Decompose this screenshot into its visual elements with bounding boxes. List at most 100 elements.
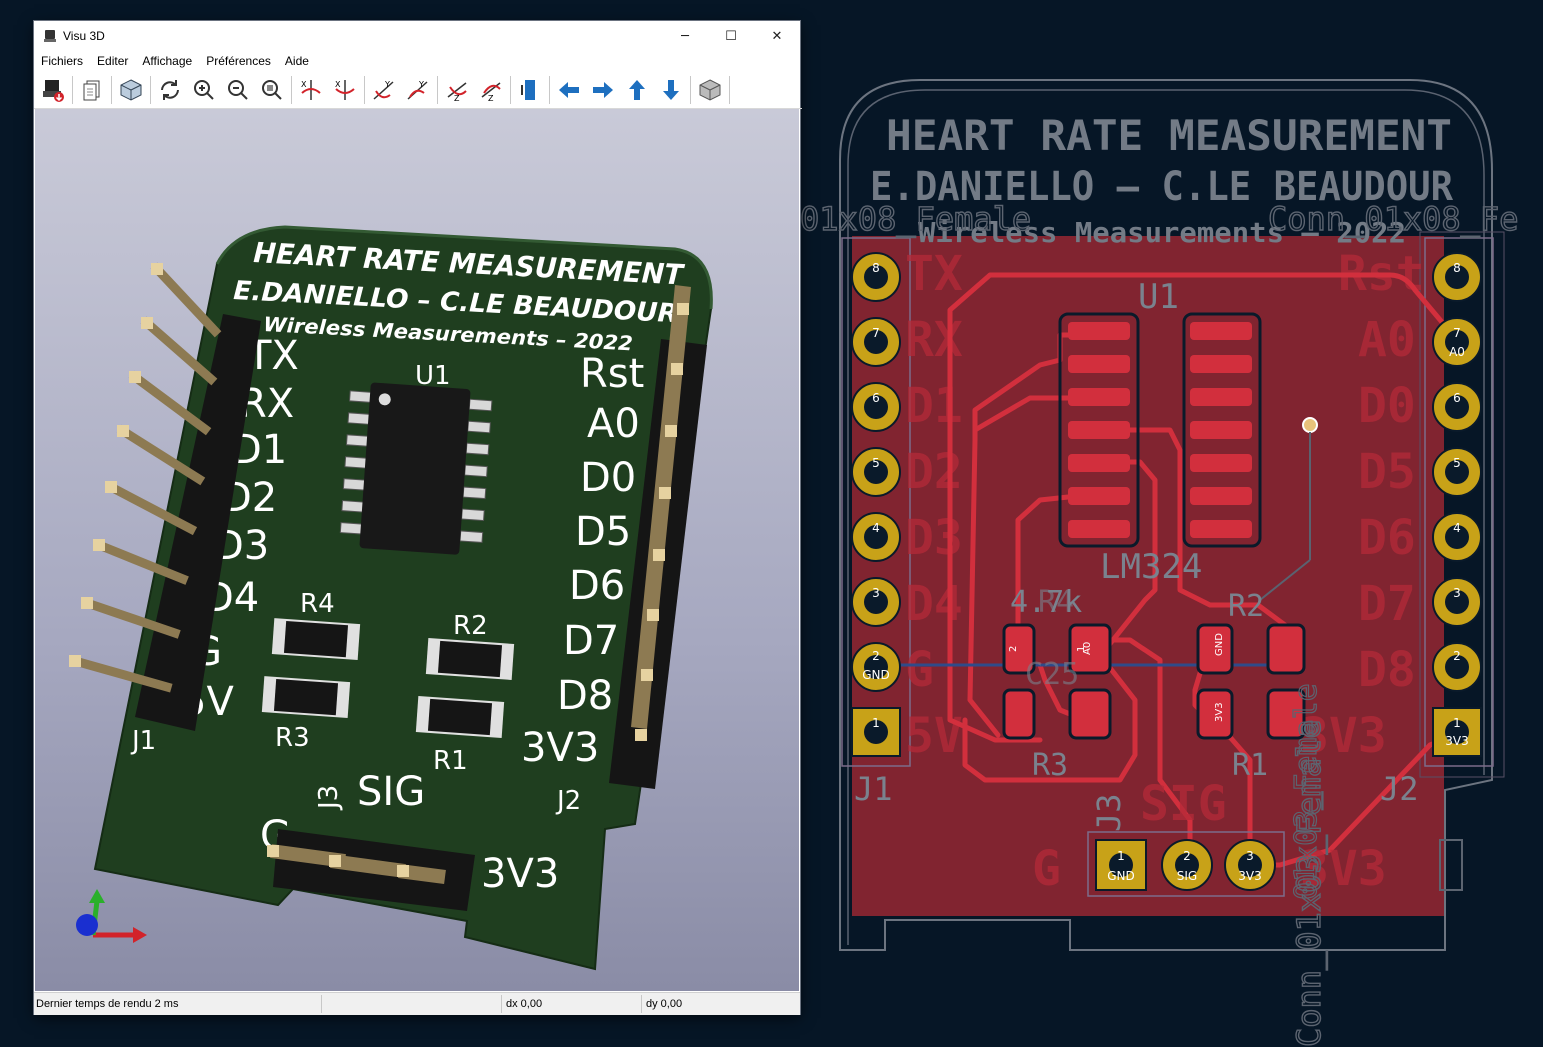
close-button[interactable]: ✕ [771,28,783,44]
visu3d-window[interactable]: Visu 3D ─ ☐ ✕ Fichiers Editer Affichage … [34,21,802,1015]
rotate-y-ccw-icon: Y [407,80,428,100]
right-pad-2: 2 [1453,649,1461,663]
ghost-left-5: D4 [905,576,963,632]
menu-aide[interactable]: Aide [284,54,309,68]
bottom-pad-2: 2 [1183,849,1191,863]
zoom-in-button[interactable] [187,73,221,107]
svg-text:Z: Z [454,94,460,103]
menu-fichiers[interactable]: Fichiers [41,54,84,68]
3d-ref-r3: R3 [275,723,310,753]
svg-text:X: X [301,80,307,89]
pan-left-icon [559,82,579,98]
rotate-z-ccw-button[interactable]: Z [474,73,508,107]
ghost-right-1: A0 [1358,312,1416,368]
3d-header-j2 [609,285,707,789]
left-pad-5: 5 [872,456,880,470]
j3-ref: J3 [1090,793,1128,832]
ghost-left-2: D1 [905,378,963,434]
rotate-x-ccw-button[interactable]: X [328,73,362,107]
toolbar: X X Y Y Z Z [34,72,802,109]
board-view-button[interactable] [114,73,148,107]
rotate-y-cw-button[interactable]: Y [367,73,401,107]
3d-sig-label: SIG [357,769,425,815]
right-connector-pads[interactable]: 8 7 A0 6 5 4 3 2 1 3V3 [1432,252,1482,757]
right-pad-1: 1 [1453,716,1461,730]
right-pad-8: 8 [1453,261,1461,275]
rotate-z-ccw-icon: Z [481,82,501,103]
right-pad-6: 6 [1453,391,1461,405]
ghost-sig: SIG [1140,776,1227,832]
ghost-left-4: D3 [905,510,963,566]
zoom-out-icon [228,80,248,100]
3d-right-pin-d0: D0 [580,455,636,501]
right-pad-a0: A0 [1449,345,1465,359]
minimize-button[interactable]: ─ [681,28,689,44]
rotate-y-cw-icon: Y [373,80,394,100]
3d-ref-r4: R4 [300,589,335,619]
bottom-conn-footprint-label: Conn_01x03_Female [1290,719,1328,1047]
pan-left-button[interactable] [552,73,586,107]
zoom-fit-icon [262,80,282,100]
pan-up-button[interactable] [620,73,654,107]
left-connector-pads[interactable]: 8 7 6 5 4 3 2 GND 1 [851,252,901,757]
svg-text:Z: Z [488,94,494,103]
rotate-y-ccw-button[interactable]: Y [401,73,435,107]
zoom-out-button[interactable] [221,73,255,107]
maximize-button[interactable]: ☐ [725,28,737,44]
reload-button[interactable] [153,73,187,107]
render-time-status: Dernier temps de rendu 2 ms [36,998,179,1010]
svg-text:Y: Y [384,80,390,89]
ghost-right-6: D8 [1358,642,1416,698]
pan-right-button[interactable] [586,73,620,107]
ghost-left-1: RX [905,312,963,368]
ghost-right-3: D5 [1358,444,1416,500]
left-pad-6: 6 [872,391,880,405]
3d-right-pin-d5: D5 [575,509,631,555]
3d-ref-j3: J3 [314,785,344,811]
3d-ref-j1: J1 [130,726,156,756]
status-bar: Dernier temps de rendu 2 ms dx 0,00 dy 0… [34,992,800,1015]
left-pad-7: 7 [872,326,880,340]
menu-affichage[interactable]: Affichage [142,54,193,68]
flip-board-button[interactable] [513,73,547,107]
export-image-button[interactable] [36,73,70,107]
pad-num-a: 2 [1008,646,1019,652]
rotate-z-cw-button[interactable]: Z [440,73,474,107]
pcb-title: HEART RATE MEASUREMENT [886,111,1452,160]
3d-chip-u1 [339,382,493,555]
title-bar[interactable]: Visu 3D ─ ☐ ✕ [34,21,800,51]
3d-model-button[interactable] [693,73,727,107]
copy-clipboard-button[interactable] [75,73,109,107]
r2-ref: R2 [1228,589,1264,624]
bottom-connector-pads[interactable]: 1 GND 2 SIG 3 3V3 [1095,839,1276,891]
kicad-3d-app-icon [44,30,56,42]
3d-right-pin-d6: D6 [569,563,625,609]
connector-courtyard-right [1424,237,1494,767]
3d-header-j1 [69,262,261,731]
3d-right-pin-rst: Rst [580,351,644,397]
axis-gizmo-icon [76,889,147,943]
pan-down-button[interactable] [654,73,688,107]
3d-right-pin-d7: D7 [563,618,619,664]
r4-ref-ghost: R4 [1038,585,1074,620]
3d-viewport[interactable]: HEART RATE MEASUREMENT E.DANIELLO – C.LE… [35,109,799,991]
bottom-pad-sig: SIG [1177,869,1197,883]
rotate-x-cw-button[interactable]: X [294,73,328,107]
copy-clipboard-icon [83,80,100,101]
r1-pad-net: 3V3 [1214,702,1225,722]
menu-editer[interactable]: Editer [97,54,129,68]
ghost-right-7: 3V3 [1300,708,1387,764]
svg-text:X: X [335,80,341,89]
pcb-ic-value: LM324 [1100,547,1202,587]
pcb-subtitle: Wireless Measurements – 2022 [918,216,1406,249]
3d-right-pin-d8: D8 [557,673,613,719]
ghost-left-0: TX [905,246,963,302]
reload-icon [161,80,179,100]
bottom-pad-1: 1 [1117,849,1125,863]
menu-preferences[interactable]: Préférences [206,54,271,68]
zoom-fit-button[interactable] [255,73,289,107]
ghost-right-4: D6 [1358,510,1416,566]
ghost-left-3: D2 [905,444,963,500]
flip-board-icon [521,80,535,100]
